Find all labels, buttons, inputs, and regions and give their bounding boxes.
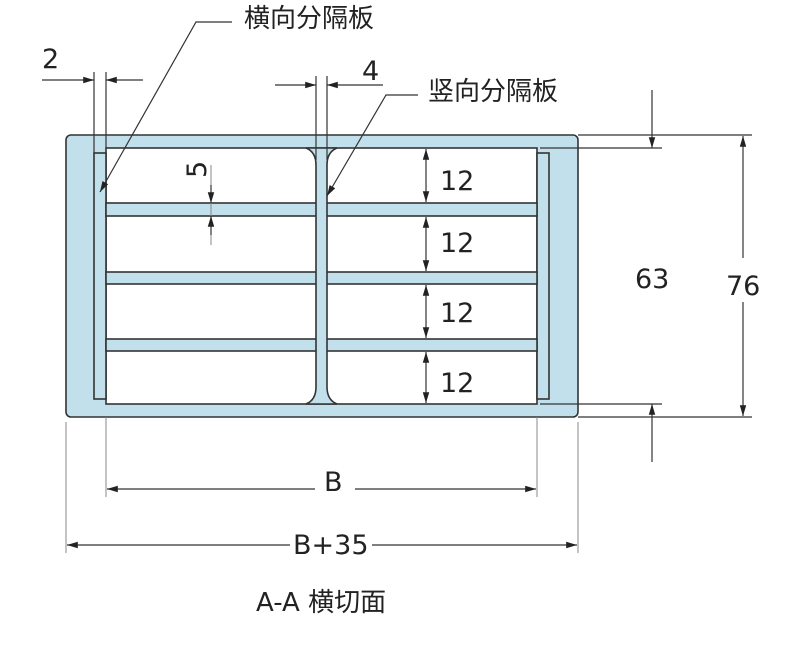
dim-inner-height: 63 xyxy=(540,90,669,462)
dim-outer-width: B+35 xyxy=(65,422,579,561)
dim-horizontal-divider: 5 xyxy=(182,161,215,245)
dim-label-2: 2 xyxy=(42,44,59,75)
vertical-divider xyxy=(305,147,338,405)
label-vertical-divider: 竖向分隔板 xyxy=(428,77,558,107)
dim-label-12: 12 xyxy=(440,368,474,399)
dim-inner-width: B xyxy=(105,417,538,498)
leader-vertical-divider: 竖向分隔板 xyxy=(326,77,558,197)
bin-body xyxy=(65,134,579,418)
dim-label-12: 12 xyxy=(440,298,474,329)
left-slot-divider xyxy=(93,152,107,400)
dim-label-63: 63 xyxy=(635,264,669,295)
dim-label-5: 5 xyxy=(182,161,213,178)
right-slot-divider xyxy=(536,152,550,400)
dim-label-4: 4 xyxy=(362,56,379,87)
section-caption: A-A 横切面 xyxy=(256,588,386,618)
dim-side-gap: 2 xyxy=(42,44,143,153)
dim-label-b: B xyxy=(324,467,343,498)
dim-label-12: 12 xyxy=(440,166,474,197)
dim-label-76: 76 xyxy=(726,271,760,302)
dim-vertical-divider: 4 xyxy=(275,56,383,160)
label-horizontal-divider: 横向分隔板 xyxy=(244,4,374,34)
dim-outer-height: 76 xyxy=(578,134,760,418)
dim-compartments: 12 12 12 12 xyxy=(422,149,474,403)
dim-label-b-plus-35: B+35 xyxy=(293,530,369,561)
leader-horizontal-divider: 横向分隔板 xyxy=(99,4,374,193)
dim-label-12: 12 xyxy=(440,228,474,259)
